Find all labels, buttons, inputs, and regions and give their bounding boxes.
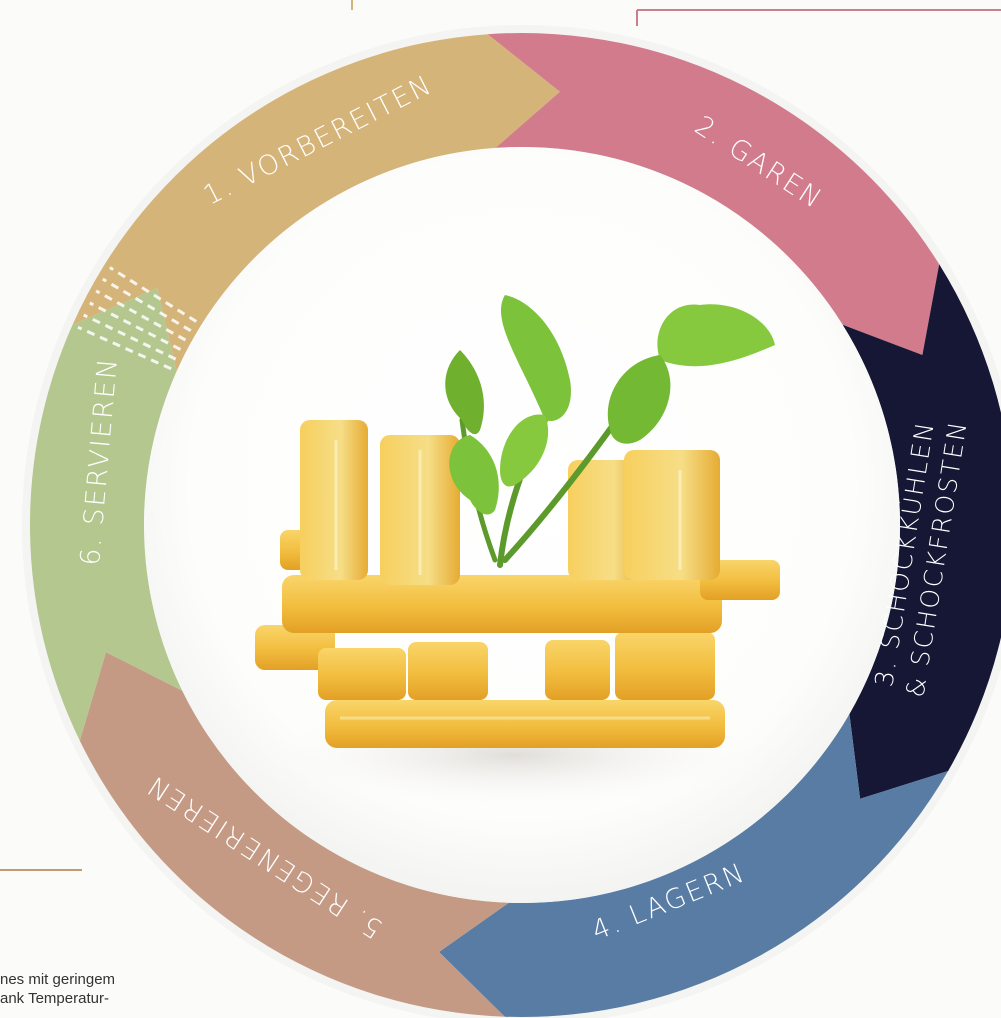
- connector-dash: [102, 277, 192, 332]
- segment-connector-dashes: [77, 266, 198, 371]
- body-text-fragment: nes mit geringem ank Temperatur-: [0, 970, 250, 1008]
- connector-dash: [77, 325, 172, 371]
- caption-line-1: nes mit geringem: [0, 971, 116, 988]
- cycle-segment-vorbereiten: [72, 34, 560, 372]
- cycle-segment-garen: [487, 33, 940, 355]
- cycle-segment-schockkuehlen: [842, 264, 1001, 799]
- cycle-segment-servieren: [29, 288, 183, 741]
- fries-illustration: [245, 295, 785, 810]
- cycle-segments: [29, 33, 1001, 1018]
- accent-frame-pink: [636, 9, 1001, 26]
- connector-dash: [89, 301, 182, 351]
- cycle-segment-lagern: [439, 714, 949, 1018]
- connector-dash: [109, 266, 198, 323]
- cycle-segment-regenerieren: [79, 652, 509, 1017]
- connector-dash: [83, 313, 177, 361]
- caption-line-2: ank Temperatur-: [0, 990, 109, 1007]
- connector-dash: [95, 289, 187, 342]
